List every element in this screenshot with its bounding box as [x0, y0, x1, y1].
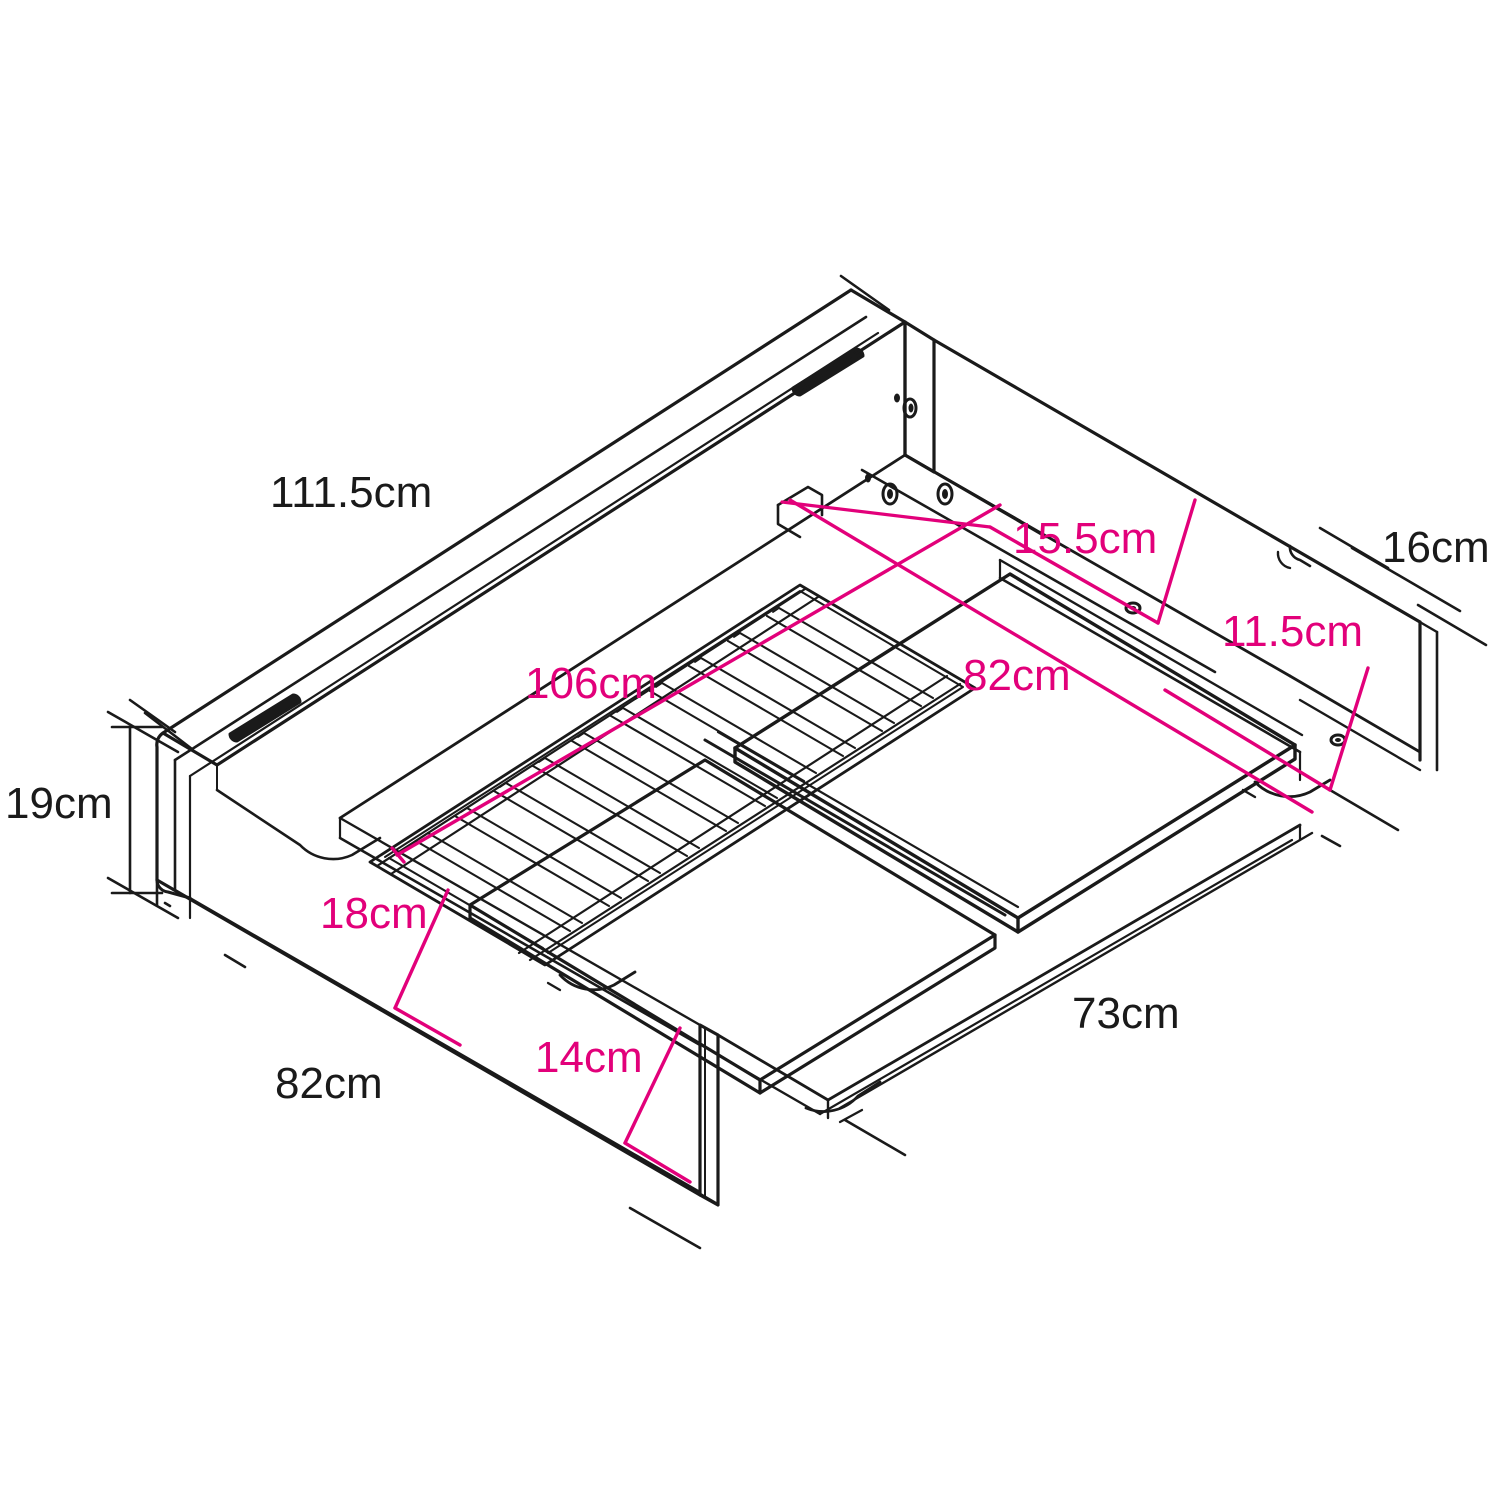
accent-edge-highlights [780, 500, 992, 529]
label-overall-length: 111.5cm [270, 468, 432, 517]
label-panel-width: 82cm [963, 651, 1071, 700]
label-rail-width-left: 18cm [320, 889, 428, 938]
label-foot-rail: 14cm [535, 1033, 643, 1082]
accent-dimension-lines [390, 498, 1370, 1184]
dim-18 [393, 888, 462, 1047]
label-overall-width: 82cm [275, 1059, 383, 1108]
label-inner-length: 106cm [525, 659, 657, 708]
label-overall-height: 19cm [5, 779, 113, 828]
headboard-rail [155, 288, 936, 900]
label-rail-width-right: 11.5cm [1222, 607, 1363, 656]
center-cross-beam [703, 730, 1020, 917]
dim-14 [623, 1026, 692, 1184]
dim-111-5 [128, 274, 891, 751]
dimension-labels: 111.5cm 19cm 82cm 73cm 16cm 106cm 82cm 1… [5, 468, 1490, 1108]
dim-19 [106, 710, 180, 920]
dim-11-5 [1163, 666, 1370, 792]
black-dimension-lines [106, 274, 1488, 1250]
right-side-rail [932, 338, 1439, 799]
right-base-panel [733, 572, 1297, 934]
slat-base-deck [368, 583, 977, 967]
head-ledge [776, 453, 1292, 678]
label-head-offset: 15.5cm [1013, 514, 1157, 563]
headboard-inner-face [215, 320, 907, 861]
frame-geometry [155, 288, 1439, 1207]
dim-16 [1318, 526, 1488, 647]
dim-82-outer [163, 901, 702, 1250]
dim-15-5 [988, 498, 1197, 625]
dim-73 [843, 788, 1400, 1157]
dim-82-panel [788, 498, 1314, 814]
label-side-depth: 73cm [1072, 989, 1180, 1038]
footboard-rail [698, 823, 1314, 1207]
label-end-depth: 16cm [1382, 523, 1490, 572]
dim-106 [390, 503, 1002, 864]
